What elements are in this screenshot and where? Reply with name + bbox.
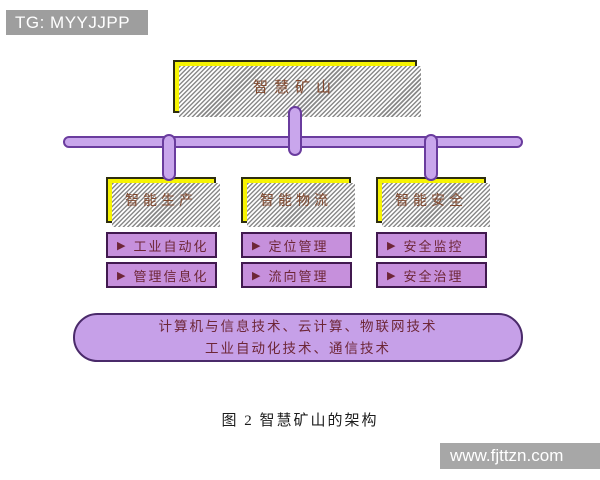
foundation-line-2: 工业自动化技术、通信技术: [205, 340, 391, 356]
connector-safety: [424, 134, 438, 181]
connector-production: [162, 134, 176, 181]
figure-caption: 图 2 智慧矿山的架构: [221, 413, 379, 429]
feature-item: ▶ 安全监控: [376, 232, 487, 258]
feature-item: ▶ 管理信息化: [106, 262, 217, 288]
feature-item-label: 安全治理: [403, 268, 464, 284]
branch-node-production: 智能生产: [106, 177, 220, 227]
root-node-label: 智慧矿山: [252, 80, 337, 96]
feature-item-label: 安全监控: [403, 238, 464, 254]
branch-label: 智能物流: [260, 194, 332, 209]
triangle-bullet-icon: ▶: [252, 239, 261, 252]
feature-item: ▶ 工业自动化: [106, 232, 217, 258]
telegram-watermark: TG: MYYJJPP: [6, 10, 148, 35]
triangle-bullet-icon: ▶: [252, 269, 261, 282]
foundation-technologies-node: 计算机与信息技术、云计算、物联网技术 工业自动化技术、通信技术: [73, 313, 523, 362]
website-watermark: www.fjttzn.com: [440, 443, 600, 469]
feature-item: ▶ 安全治理: [376, 262, 487, 288]
branch-label: 智能安全: [395, 194, 467, 209]
feature-item: ▶ 流向管理: [241, 262, 352, 288]
feature-item-label: 定位管理: [268, 238, 329, 254]
connector-root: [288, 106, 302, 156]
branch-node-logistics: 智能物流: [241, 177, 355, 227]
branch-node-safety: 智能安全: [376, 177, 490, 227]
triangle-bullet-icon: ▶: [117, 239, 126, 252]
feature-item-label: 管理信息化: [133, 268, 209, 284]
triangle-bullet-icon: ▶: [387, 269, 396, 282]
feature-item-label: 流向管理: [268, 268, 329, 284]
foundation-line-1: 计算机与信息技术、云计算、物联网技术: [158, 318, 438, 334]
feature-item: ▶ 定位管理: [241, 232, 352, 258]
branch-label: 智能生产: [125, 194, 197, 209]
feature-item-label: 工业自动化: [133, 238, 209, 254]
triangle-bullet-icon: ▶: [117, 269, 126, 282]
triangle-bullet-icon: ▶: [387, 239, 396, 252]
